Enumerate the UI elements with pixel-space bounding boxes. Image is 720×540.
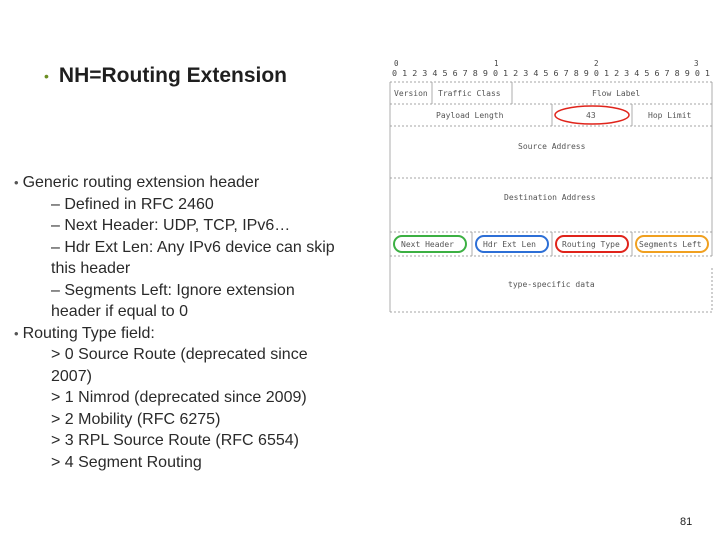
ipv6-routing-header-diagram: 0 1 2 3 0 1 2 3 4 5 6 7 8 9 0 1 2 3 4 5 … (389, 59, 713, 313)
bullet-text: header if equal to 0 (51, 303, 188, 320)
sub-bullet-item: – Hdr Ext Len: Any IPv6 device can skip (14, 237, 384, 259)
bullet-text: – Next Header: UDP, TCP, IPv6… (51, 217, 291, 234)
bullet-text: > 3 RPL Source Route (RFC 6554) (51, 432, 299, 449)
bullet-text: Routing Type field: (22, 324, 155, 342)
next-header-highlight (393, 235, 467, 253)
field-routing-type: Routing Type (562, 240, 620, 249)
ruler-tens-2: 2 (594, 59, 599, 68)
bullet-marker: • (14, 325, 19, 341)
bullet-text: Generic routing extension header (22, 174, 260, 191)
sub-bullet-item: > 0 Source Route (deprecated since (14, 344, 384, 366)
routing-type-highlight (555, 235, 629, 253)
field-flow-label: Flow Label (592, 89, 640, 98)
sub-bullet-item: > 1 Nimrod (deprecated since 2009) (14, 387, 384, 409)
bullet-text: > 4 Segment Routing (51, 453, 202, 471)
field-hop-limit: Hop Limit (648, 111, 692, 120)
ruler-tens-1: 1 (494, 59, 499, 68)
bullet-text: > 0 Source Route (deprecated since (51, 346, 308, 363)
segments-left-highlight (635, 235, 709, 253)
field-traffic-class: Traffic Class (438, 89, 501, 98)
bullet-text: 2007) (51, 367, 92, 385)
bullet-text: this header (51, 260, 131, 277)
page-number: 81 (680, 516, 693, 528)
bullet-item: •Generic routing extension header (14, 172, 384, 194)
ruler-tens-3: 3 (694, 59, 699, 68)
hdr-ext-len-highlight (475, 235, 549, 253)
ruler-units: 0 1 2 3 4 5 6 7 8 9 0 1 2 3 4 5 6 7 8 9 … (392, 69, 710, 78)
bullet-text: > 1 Nimrod (deprecated since 2009) (51, 389, 307, 406)
sub-bullet-item: – Next Header: UDP, TCP, IPv6… (14, 215, 384, 237)
bullet-text: – Hdr Ext Len: Any IPv6 device can skip (51, 238, 335, 256)
title-bullet: • (44, 68, 49, 84)
bullet-text: > 2 Mobility (RFC 6275) (51, 410, 221, 428)
field-next-header: Next Header (401, 240, 454, 249)
bullet-text: – Segments Left: Ignore extension (51, 281, 295, 299)
slide-body: •Generic routing extension header– Defin… (14, 172, 384, 473)
field-next-header-value: 43 (586, 111, 596, 120)
sub-bullet-item: header if equal to 0 (14, 301, 384, 323)
sub-bullet-item: > 4 Segment Routing (14, 452, 384, 474)
field-hdr-ext-len: Hdr Ext Len (483, 240, 536, 249)
sub-bullet-item: – Segments Left: Ignore extension (14, 280, 384, 302)
sub-bullet-item: 2007) (14, 366, 384, 388)
field-destination-address: Destination Address (504, 193, 596, 202)
field-type-specific-data: type-specific data (508, 280, 595, 289)
slide-title: • NH=Routing Extension (44, 64, 287, 88)
field-version: Version (394, 89, 428, 98)
field-source-address: Source Address (518, 142, 586, 151)
sub-bullet-item: – Defined in RFC 2460 (14, 194, 384, 216)
next-header-highlight-circle (554, 105, 630, 125)
bullet-marker: • (14, 175, 19, 190)
ruler-tens-0: 0 (394, 59, 399, 68)
title-text: NH=Routing Extension (58, 64, 287, 87)
sub-bullet-item: > 3 RPL Source Route (RFC 6554) (14, 430, 384, 452)
bullet-text: – Defined in RFC 2460 (51, 195, 214, 213)
field-segments-left: Segments Left (639, 240, 702, 249)
sub-bullet-item: > 2 Mobility (RFC 6275) (14, 409, 384, 431)
sub-bullet-item: this header (14, 258, 384, 280)
field-payload-length: Payload Length (436, 111, 504, 120)
bullet-item: •Routing Type field: (14, 323, 384, 345)
